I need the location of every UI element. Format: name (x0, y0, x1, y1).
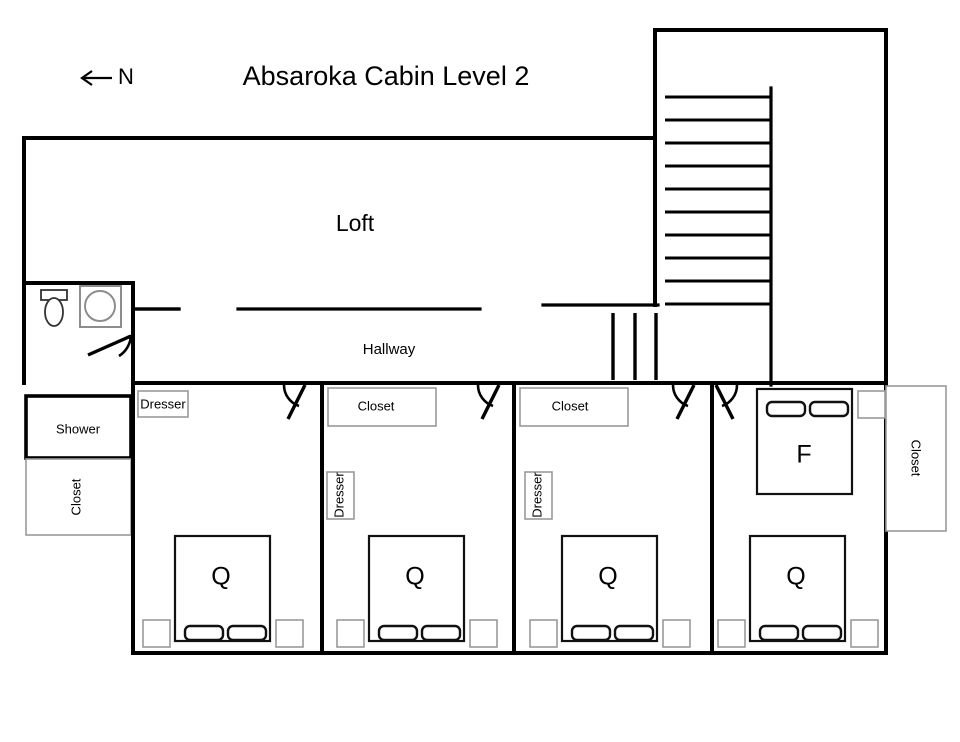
bathroom-walls (22, 281, 135, 385)
bedroom-3-door-leaf (675, 384, 696, 420)
bedroom-1-nightstand (275, 619, 304, 648)
bedroom-3-closet-label: Closet (552, 398, 589, 413)
staircase (665, 86, 773, 387)
sink-basin (84, 290, 116, 322)
bedroom-3-nightstand (662, 619, 691, 648)
bedroom-1: Dresser Q (137, 384, 307, 648)
bathroom (22, 281, 181, 385)
bedroom-3-bed (560, 534, 659, 643)
right-closet-label: Closet (909, 440, 924, 477)
bedroom-2-dresser-label: Dresser (331, 472, 346, 518)
north-arrow-head (80, 70, 93, 86)
bedroom-4-nightstand (857, 390, 886, 419)
bedroom-4-door-arc (721, 384, 739, 408)
loft-walls (22, 136, 657, 285)
bedroom-4-nightstand (717, 619, 746, 648)
bedroom-3-door (671, 384, 696, 420)
bathroom-closet-label: Closet (68, 478, 83, 515)
stairwell-walls (653, 28, 888, 387)
shower-box (24, 394, 133, 460)
toilet-bowl (44, 297, 64, 327)
bedroom-3-dresser-label: Dresser (529, 472, 544, 518)
stair-balusters (611, 313, 658, 380)
bedroom-4-pillow (801, 624, 843, 642)
bedroom-2-door (476, 384, 501, 420)
north-label: N (118, 64, 134, 89)
bedroom-2-pillow (377, 624, 419, 642)
bedroom-3-dresser (524, 471, 553, 520)
bedroom-3-pillow (613, 624, 655, 642)
bedroom-1-bed-label: Q (211, 563, 230, 591)
bathroom-door (87, 334, 133, 358)
bedroom-3-closet (519, 387, 629, 427)
bedroom-2-door-arc (476, 384, 494, 408)
shower-label: Shower (56, 421, 101, 436)
bedroom-3: Closet Dresser Q (519, 384, 696, 648)
bedroom-4-nightstand (850, 619, 879, 648)
loft-hallway-divider (131, 303, 660, 311)
bathroom-door-leaf (87, 334, 132, 357)
bathroom-closet: Closet (25, 458, 132, 536)
bedroom-4-bed-queen-label: Q (786, 563, 805, 591)
bedroom-2-closet-label: Closet (358, 398, 395, 413)
bathroom-closet-box (25, 458, 132, 536)
right-closet: Closet (885, 385, 947, 532)
bedroom-3-door-arc (671, 384, 689, 408)
page-title: Absaroka Cabin Level 2 (243, 61, 530, 91)
bedroom-4-pillow (758, 624, 800, 642)
bedroom-3-nightstand (529, 619, 558, 648)
bedroom-4-door (714, 384, 739, 420)
bedroom-3-pillow (570, 624, 612, 642)
bedroom-4-pillow (765, 400, 807, 418)
bedroom-1-bed (173, 534, 272, 643)
bedroom-2-door-leaf (480, 384, 501, 420)
bedroom-3-bed-label: Q (598, 563, 617, 591)
loft-label: Loft (336, 210, 375, 236)
bedroom-1-pillow (183, 624, 225, 642)
bedroom-1-dresser (137, 390, 189, 418)
bedroom-1-pillow (226, 624, 268, 642)
bedroom-4-pillow (808, 400, 850, 418)
bedroom-2-nightstand (469, 619, 498, 648)
stair-outer-wall (653, 28, 888, 387)
sink-icon (79, 285, 122, 328)
toilet-icon (40, 289, 68, 327)
bedroom-1-door-arc (282, 384, 300, 408)
bedroom-2-closet (327, 387, 437, 427)
bedroom-2: Closet Dresser Q (326, 384, 501, 648)
north-indicator: N (80, 64, 134, 89)
bedroom-1-dresser-label: Dresser (140, 396, 186, 411)
bedroom-2-bed-label: Q (405, 563, 424, 591)
right-closet-box (885, 385, 947, 532)
bedroom-4-door-leaf (714, 384, 735, 420)
bedroom-1-door-leaf (286, 384, 307, 420)
bedroom-1-door (282, 384, 307, 420)
bedroom-2-bed (367, 534, 466, 643)
bedroom-4-bed-full-label: F (796, 441, 811, 469)
bedroom-1-nightstand (142, 619, 171, 648)
bedroom-2-dresser (326, 471, 355, 520)
bedroom-2-nightstand (336, 619, 365, 648)
shower: Shower (24, 394, 133, 460)
bedroom-4: F Q (714, 384, 886, 648)
hallway-label: Hallway (363, 341, 416, 358)
bedroom-4-bed-queen (748, 534, 847, 643)
bedroom-2-pillow (420, 624, 462, 642)
